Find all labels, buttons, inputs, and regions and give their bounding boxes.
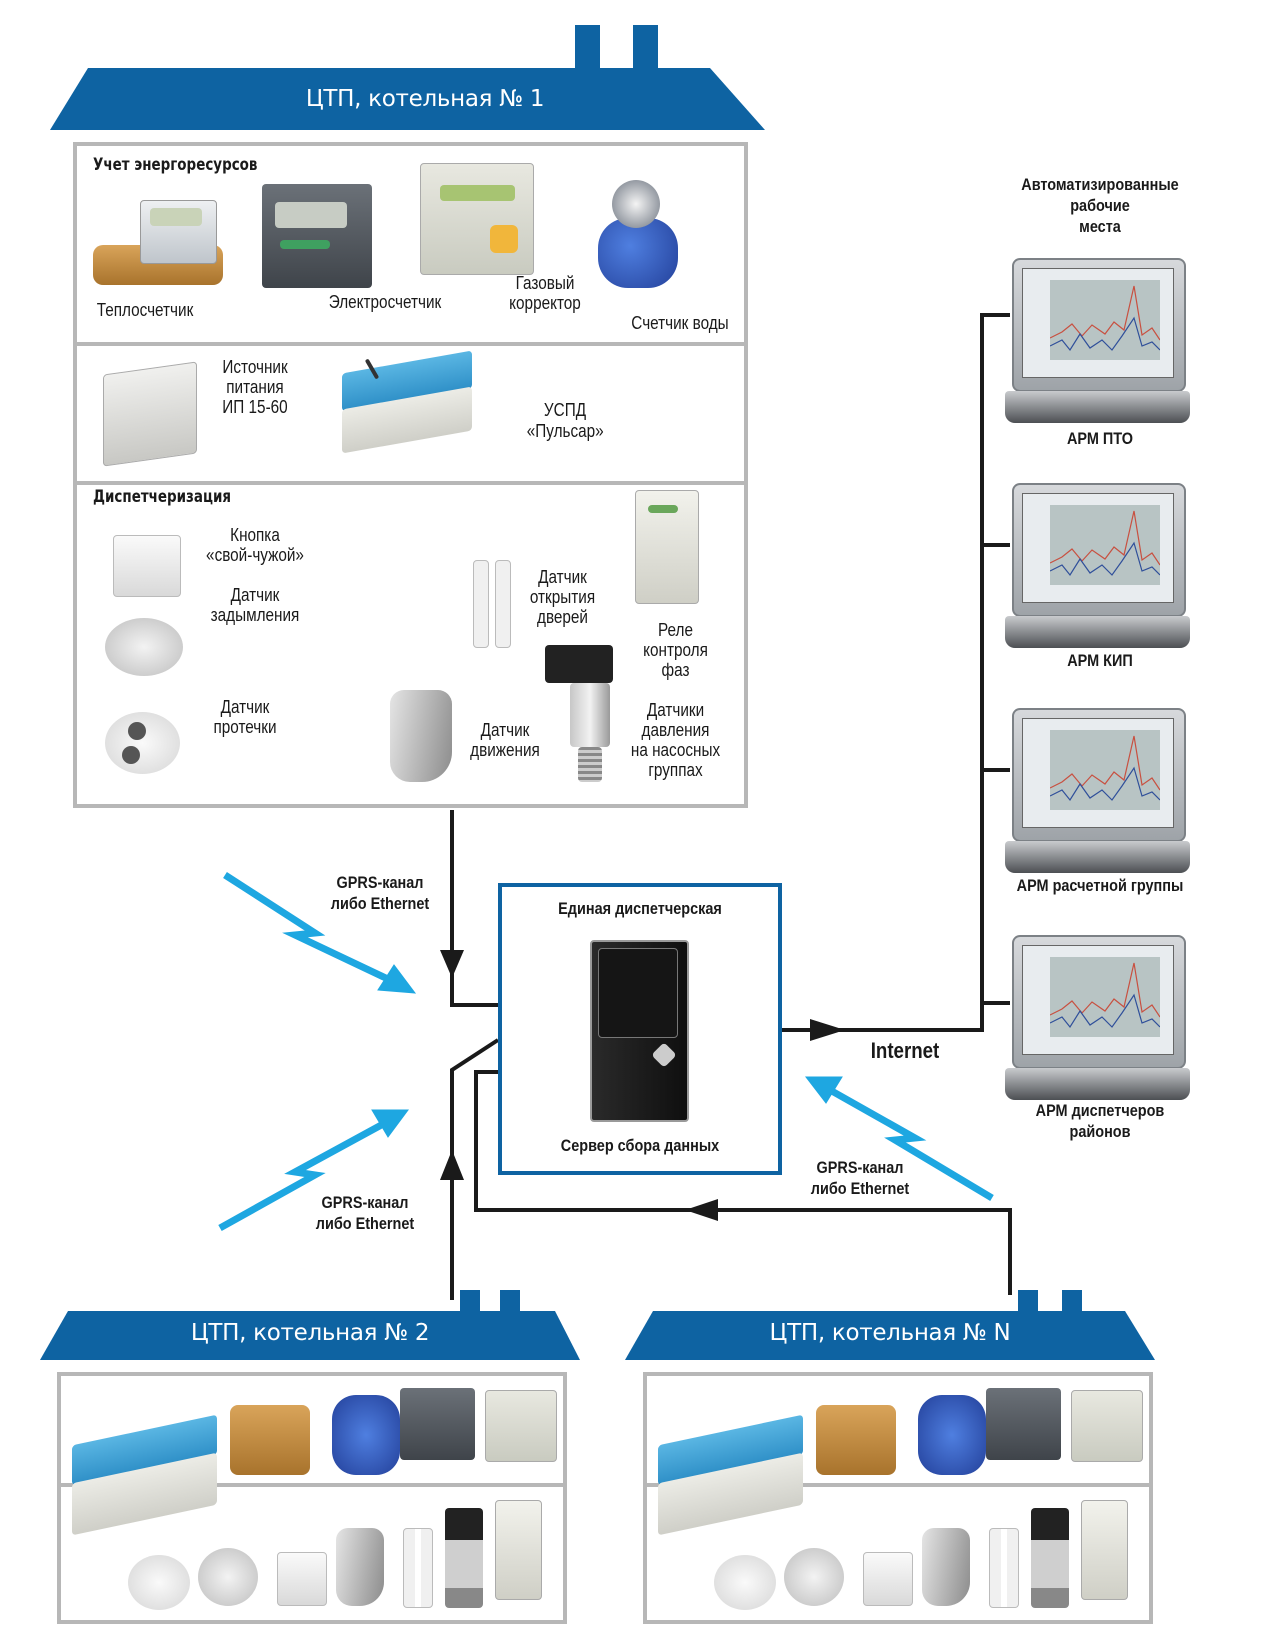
wireless-arrow-1	[223, 872, 392, 984]
server-title: Единая диспетчерская	[558, 899, 722, 918]
laptop-keyboard	[1005, 841, 1190, 873]
divider	[643, 1483, 1153, 1487]
laptop-keyboard	[1005, 391, 1190, 423]
laptop-keyboard	[1005, 616, 1190, 648]
gas-corrector-label: Газовый корректор	[509, 273, 581, 313]
phase-relay-icon	[1081, 1500, 1128, 1600]
arrow-left-icon	[685, 1199, 718, 1221]
heat-meter-icon	[230, 1405, 310, 1475]
arrow-up-icon	[440, 1150, 464, 1180]
chimney-icon	[633, 25, 658, 75]
laptop-chart-icon	[1050, 280, 1160, 360]
line-site2-server	[450, 1038, 500, 1300]
smoke-detector-icon	[198, 1548, 258, 1606]
secure-button-icon	[863, 1552, 913, 1606]
leak-sensor-icon	[128, 1555, 190, 1610]
workstation-label: АРМ расчетной группы	[1016, 876, 1184, 895]
divider	[57, 1483, 567, 1487]
electric-meter-icon	[400, 1388, 475, 1460]
line-internet	[782, 313, 1010, 1032]
gas-corrector-icon	[485, 1390, 557, 1462]
phase-relay-icon	[495, 1500, 542, 1600]
workstation-label: АРМ ПТО	[1066, 429, 1134, 448]
siteN-title: ЦТП, котельная № N	[769, 1320, 1011, 1346]
pressure-sensor-icon	[445, 1508, 483, 1608]
gas-corrector-icon	[1071, 1390, 1143, 1462]
line-site1-server	[450, 810, 498, 1007]
wireless-arrow-2	[218, 1119, 387, 1232]
laptop-chart-icon	[1050, 505, 1160, 585]
divider	[73, 481, 748, 485]
internet-label: Internet	[870, 1038, 940, 1063]
server-caption: Сервер сбора данных	[560, 1136, 720, 1155]
heat-meter-icon	[816, 1405, 896, 1475]
water-meter-label: Счетчик воды	[631, 313, 729, 333]
workstation-label: АРМ КИП	[1067, 651, 1133, 670]
metering-section-title: Учет энергоресурсов	[93, 155, 258, 175]
motion-sensor-icon	[922, 1528, 970, 1606]
smoke-detector-icon	[784, 1548, 844, 1606]
site1-title: ЦТП, котельная № 1	[305, 86, 545, 112]
workstation-label: районов	[1069, 1122, 1131, 1141]
workstation-label: АРМ диспетчеров	[1035, 1101, 1165, 1120]
electric-meter-icon	[986, 1388, 1061, 1460]
laptop-chart-icon	[1050, 957, 1160, 1037]
wireless-arrow-n	[828, 1086, 994, 1202]
arrow-right-icon	[810, 1019, 845, 1041]
secure-button-icon	[277, 1552, 327, 1606]
laptop-keyboard	[1005, 1068, 1190, 1100]
dispatch-section-title: Диспетчеризация	[93, 487, 232, 507]
pressure-sensor-icon	[1031, 1508, 1069, 1608]
door-sensor-icon	[403, 1528, 433, 1608]
chimney-icon	[575, 25, 600, 75]
laptop-chart-icon	[1050, 730, 1160, 810]
leak-sensor-icon	[714, 1555, 776, 1610]
door-sensor-icon	[989, 1528, 1019, 1608]
divider	[73, 342, 748, 346]
water-meter-icon	[918, 1395, 986, 1475]
site2-title: ЦТП, котельная № 2	[190, 1320, 430, 1346]
water-meter-icon	[332, 1395, 400, 1475]
roof-shape	[50, 25, 765, 130]
line-siteN-server	[474, 1070, 1012, 1295]
roof-shape	[40, 1290, 580, 1360]
motion-sensor-icon	[336, 1528, 384, 1606]
heat-meter-label: Теплосчетчик	[96, 300, 194, 320]
roof-shape	[625, 1290, 1155, 1360]
electric-meter-label: Электросчетчик	[328, 292, 442, 312]
arrow-down-icon	[440, 950, 464, 978]
